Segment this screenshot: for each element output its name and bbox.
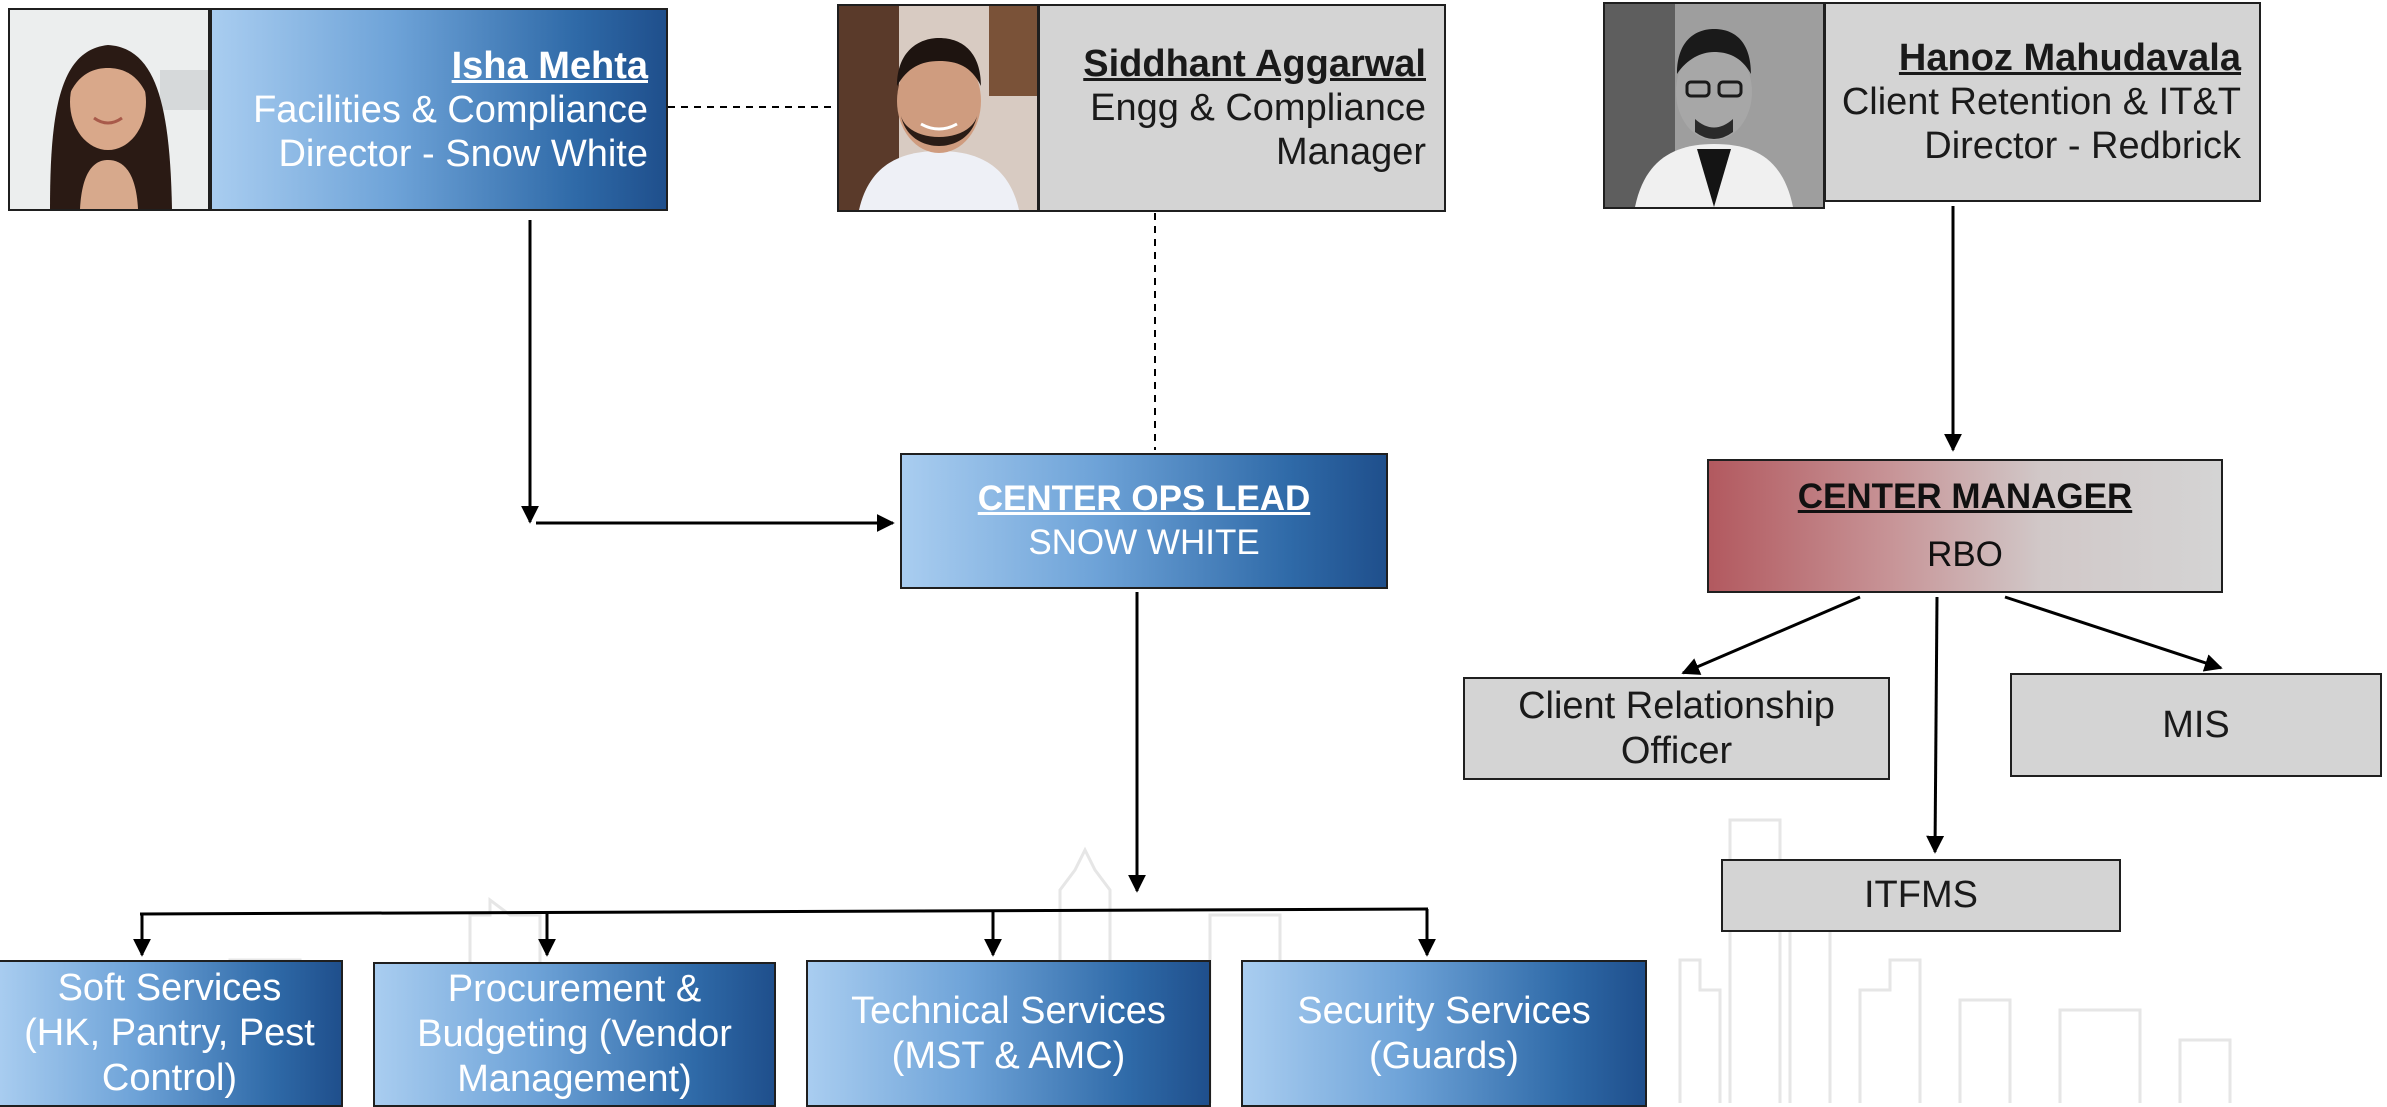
service-label: Soft Services (57, 967, 282, 1009)
person-name: Hanoz Mahudavala (1898, 37, 2241, 79)
person-role: Director - Redbrick (1924, 125, 2241, 167)
person-role: Client Retention & IT&T (1841, 81, 2241, 123)
procurement-budgeting-box: Procurement & Budgeting (Vendor Manageme… (373, 962, 776, 1107)
service-label: Budgeting (Vendor (417, 1013, 732, 1055)
person-role: Director - Snow White (278, 132, 648, 175)
mis-box: MIS (2010, 673, 2382, 777)
person-role: Manager (1276, 131, 1426, 173)
center-ops-lead-title: CENTER OPS LEAD (977, 479, 1311, 518)
services-bus-line (139, 907, 1429, 916)
center-ops-lead-box: CENTER OPS LEAD SNOW WHITE (900, 453, 1388, 589)
box-label: Officer (1620, 729, 1733, 772)
center-ops-lead-subtitle: SNOW WHITE (1028, 523, 1260, 562)
arrow-to-itfms (1926, 596, 1945, 854)
hanoz-photo (1603, 2, 1825, 209)
box-label: Client Relationship (1518, 684, 1835, 727)
technical-services-box: Technical Services (MST & AMC) (806, 960, 1211, 1107)
center-manager-subtitle: RBO (1927, 535, 2003, 574)
siddhant-aggarwal-card: Siddhant Aggarwal Engg & Compliance Mana… (1038, 4, 1446, 212)
arrow-to-mis (2004, 595, 2223, 672)
center-manager-box: CENTER MANAGER RBO (1707, 459, 2223, 593)
service-label: Control) (101, 1057, 238, 1099)
client-relationship-officer-box: Client Relationship Officer (1463, 677, 1890, 780)
hanoz-mahudavala-card: Hanoz Mahudavala Client Retention & IT&T… (1824, 2, 2261, 202)
person-name: Isha Mehta (451, 44, 648, 87)
itfms-box: ITFMS (1721, 859, 2121, 932)
security-services-box: Security Services (Guards) (1241, 960, 1647, 1107)
person-role: Engg & Compliance (1090, 87, 1426, 129)
service-label: Management) (457, 1058, 692, 1100)
service-label: (HK, Pantry, Pest (24, 1012, 315, 1054)
service-label: Security Services (1297, 989, 1591, 1032)
siddhant-photo (837, 4, 1039, 212)
service-label: Procurement & (447, 968, 702, 1010)
service-label: Technical Services (851, 989, 1166, 1032)
man-portrait-bw-icon (1605, 4, 1823, 207)
isha-photo (8, 8, 210, 211)
soft-services-box: Soft Services (HK, Pantry, Pest Control) (0, 960, 343, 1107)
box-label: MIS (2162, 703, 2230, 746)
service-label: (MST & AMC) (891, 1034, 1126, 1077)
person-role: Facilities & Compliance (253, 88, 648, 131)
center-manager-title: CENTER MANAGER (1797, 477, 2133, 516)
box-label: ITFMS (1864, 874, 1978, 916)
man-portrait-icon (839, 6, 1037, 210)
service-label: (Guards) (1369, 1034, 1519, 1077)
person-name: Siddhant Aggarwal (1083, 43, 1426, 85)
woman-portrait-icon (10, 10, 208, 209)
arrow-to-client-relationship (1681, 595, 1861, 675)
isha-mehta-card: Isha Mehta Facilities & Compliance Direc… (210, 8, 668, 211)
